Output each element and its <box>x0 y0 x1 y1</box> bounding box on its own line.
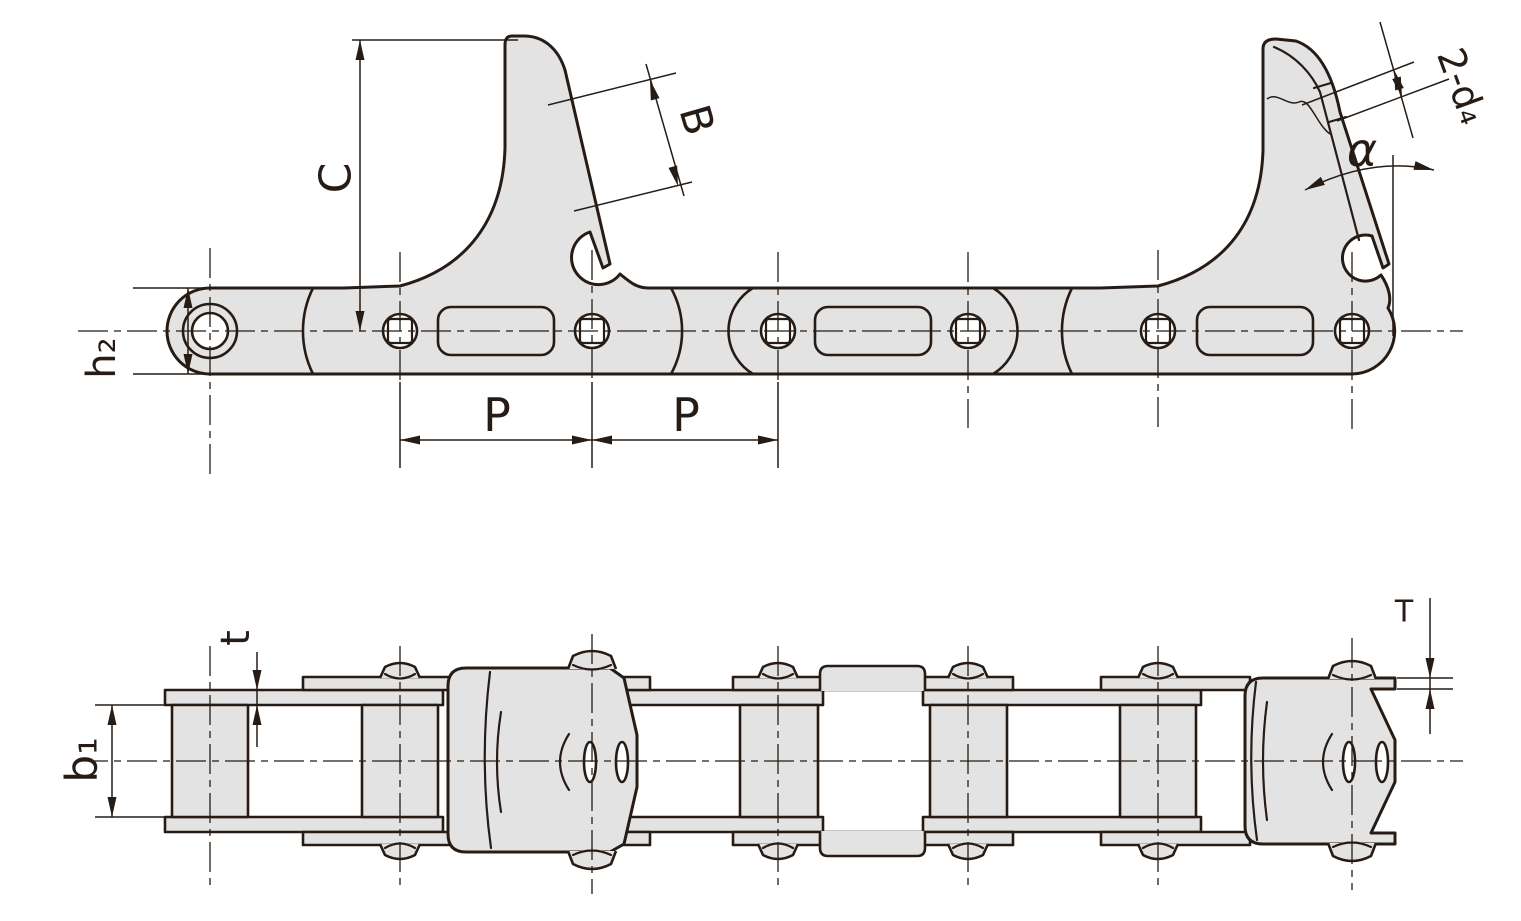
dim-label-alpha: α <box>1347 123 1377 177</box>
dim-label-b1: b₁ <box>57 737 108 783</box>
dim-label-C: C <box>311 163 362 194</box>
chain-silhouette <box>165 34 1397 376</box>
dim-C: C <box>311 39 518 331</box>
bent-flange-detail <box>1266 45 1361 242</box>
dim-label-P-left: P <box>483 388 511 442</box>
side-elevation-view: h₂ C B 2-d₄ α <box>78 21 1496 478</box>
plan-view: b₁ t T <box>57 595 1463 894</box>
dim-P: P P <box>399 382 779 468</box>
dim-T: T <box>1394 595 1453 734</box>
dim-label-T: T <box>1394 595 1414 630</box>
dim-t: t <box>213 630 262 747</box>
inner-plates <box>163 688 1203 834</box>
centerlines-top-view <box>78 248 1463 478</box>
dim-b1: b₁ <box>57 704 178 818</box>
centerlines-plan-view <box>78 634 1463 894</box>
dim-h2: h₂ <box>79 287 240 379</box>
dim-alpha: α <box>1304 123 1435 336</box>
dim-label-B: B <box>669 99 724 140</box>
dim-label-t: t <box>213 630 259 646</box>
dim-label-P-right: P <box>672 388 700 442</box>
attachment-plate-1-plan <box>446 666 639 854</box>
outer-plate-bosses <box>818 664 927 858</box>
dim-label-2-d4: 2-d₄ <box>1428 42 1496 130</box>
dim-label-h2: h₂ <box>79 337 125 378</box>
